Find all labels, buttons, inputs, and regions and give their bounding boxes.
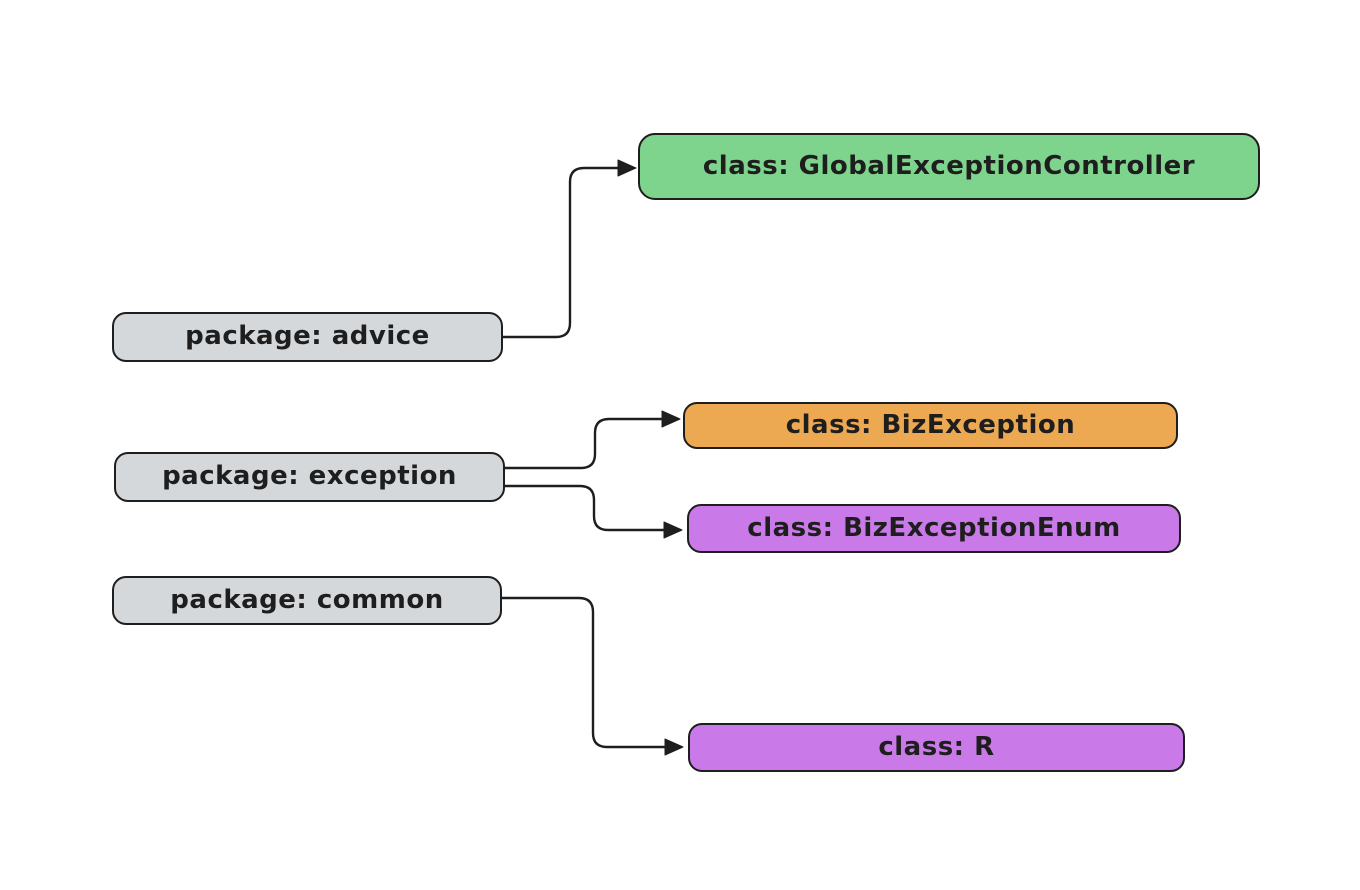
node-class-r: class: R	[688, 723, 1185, 772]
arrowhead-icon	[617, 159, 637, 177]
arrowhead-icon	[663, 521, 683, 539]
edge-advice-to-globalexceptioncontroller	[501, 159, 637, 339]
node-package-exception: package: exception	[114, 452, 505, 502]
node-label: package: common	[170, 584, 444, 615]
node-package-advice: package: advice	[112, 312, 503, 362]
edge-common-to-r	[500, 596, 684, 756]
node-class-biz-exception: class: BizException	[683, 402, 1178, 449]
node-package-common: package: common	[112, 576, 502, 625]
node-label: class: GlobalExceptionController	[702, 150, 1196, 181]
node-label: package: advice	[185, 321, 430, 351]
node-class-biz-exception-enum: class: BizExceptionEnum	[687, 504, 1181, 553]
arrowhead-icon	[664, 738, 684, 756]
edge-exception-to-bizexceptionenum	[503, 484, 683, 539]
node-label: class: BizExceptionEnum	[747, 512, 1121, 543]
node-class-global-exception-controller: class: GlobalExceptionController	[638, 133, 1260, 200]
node-label: class: BizException	[785, 409, 1076, 440]
edge-exception-to-bizexception	[503, 410, 681, 470]
node-label: package: exception	[162, 461, 457, 491]
arrowhead-icon	[661, 410, 681, 428]
node-label: class: R	[878, 731, 995, 762]
